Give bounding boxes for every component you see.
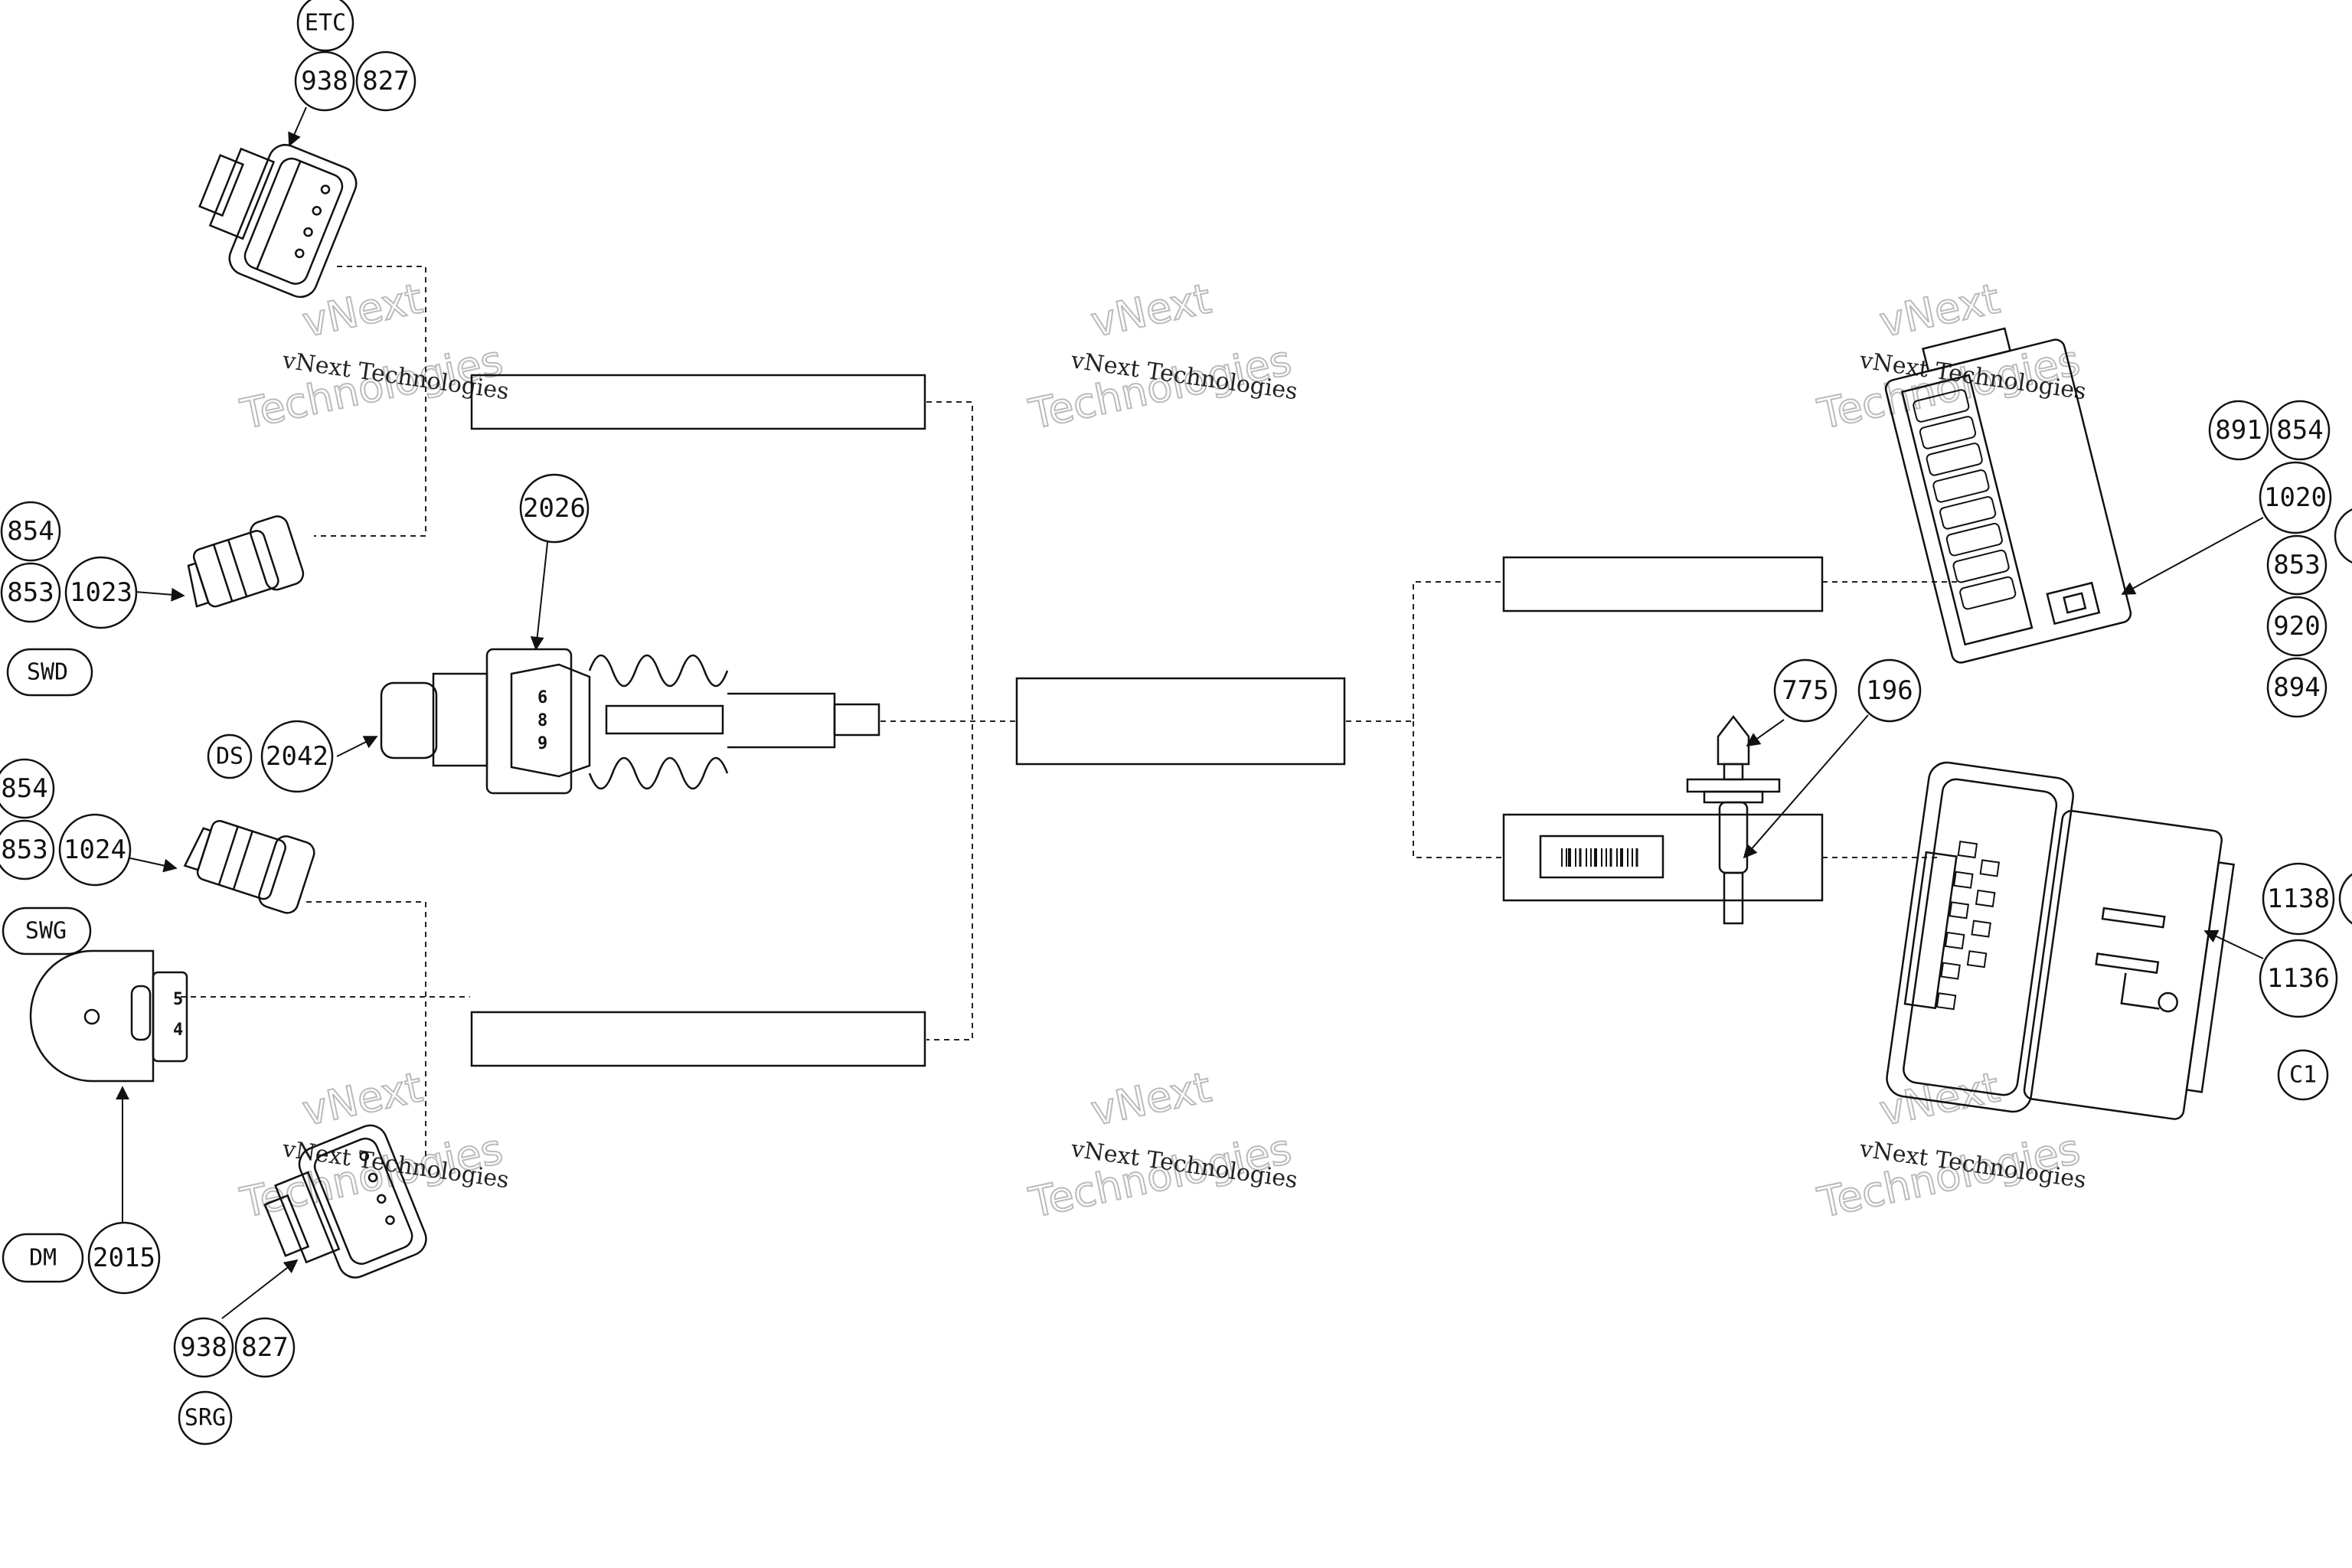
callout-partial-right: [2334, 508, 2352, 564]
svg-text:853: 853: [1, 835, 47, 865]
speed-sensor: [380, 648, 880, 795]
callout-partial-right-2: [2338, 873, 2352, 925]
watermark-top-center: vNext Technologies vNext Technologies: [1024, 273, 1299, 439]
svg-text:vNext: vNext: [299, 274, 426, 346]
svg-text:853: 853: [2273, 550, 2320, 580]
ecu-connector-top: [1884, 327, 2132, 664]
callout-938-top: 938: [294, 51, 355, 112]
svg-text:SWD: SWD: [27, 659, 68, 686]
callout-srg: SRG: [178, 1390, 233, 1446]
etc-connector: [198, 144, 358, 299]
callout-894: 894: [2266, 657, 2328, 718]
harness-segment-center: [1015, 677, 1346, 766]
callout-891: 891: [2208, 400, 2269, 461]
harness-segment-top-left: [470, 374, 926, 430]
watermark-bottom-center: vNext Technologies vNext Technologies: [1024, 1062, 1299, 1228]
callout-775: 775: [1773, 658, 1838, 723]
sensor-pin-1: 6: [537, 688, 547, 707]
callout-854-a: 854: [0, 501, 61, 562]
watermark-top-left: vNext Technologies vNext Technologies: [236, 273, 511, 439]
push-clip: [1686, 714, 1781, 925]
callout-1138: 1138: [2262, 862, 2335, 936]
wiring-lines: [181, 266, 1960, 1158]
callout-853-a: 853: [0, 562, 61, 623]
harness-segment-bottom-left: [470, 1011, 926, 1067]
svg-text:827: 827: [362, 66, 409, 96]
watermark-bottom-left: vNext Technologies vNext Technologies: [236, 1062, 511, 1228]
callout-1136: 1136: [2259, 939, 2338, 1018]
callout-938-bot: 938: [173, 1317, 234, 1378]
svg-text:894: 894: [2273, 672, 2320, 703]
svg-text:1023: 1023: [70, 577, 132, 608]
callout-c1: C1: [2277, 1049, 2329, 1101]
callout-swg: SWG: [2, 906, 92, 956]
svg-text:938: 938: [301, 66, 348, 96]
callout-1023: 1023: [64, 556, 138, 629]
svg-text:2015: 2015: [93, 1243, 155, 1273]
callout-2015: 2015: [87, 1221, 161, 1295]
callout-1020: 1020: [2259, 461, 2332, 534]
callout-etc: ETC: [296, 0, 354, 52]
svg-text:1138: 1138: [2267, 884, 2330, 914]
svg-text:SWG: SWG: [25, 918, 67, 945]
svg-text:vNext: vNext: [1087, 274, 1215, 346]
dm-connector: [29, 949, 188, 1083]
callout-196: 196: [1857, 658, 1922, 723]
barcode-label: [1539, 835, 1664, 879]
sensor-pin-3: 9: [537, 734, 547, 753]
sensor-pin-2: 8: [537, 711, 547, 730]
svg-text:vNext: vNext: [299, 1063, 426, 1135]
callout-2042: 2042: [260, 720, 334, 793]
callout-920: 920: [2266, 596, 2328, 657]
svg-text:196: 196: [1866, 675, 1913, 706]
svg-text:1020: 1020: [2264, 482, 2327, 513]
svg-text:920: 920: [2273, 611, 2320, 642]
srg-connector: [263, 1124, 427, 1279]
svg-text:2026: 2026: [523, 493, 586, 524]
callout-853-r: 853: [2266, 534, 2328, 596]
swd-connector: [187, 515, 305, 608]
callout-ds: DS: [207, 733, 253, 779]
callout-854-b: 854: [0, 758, 55, 819]
svg-text:854: 854: [7, 516, 54, 547]
svg-text:1136: 1136: [2267, 963, 2330, 994]
svg-text:vNext: vNext: [1876, 1063, 2004, 1135]
swg-connector: [183, 820, 315, 914]
svg-text:853: 853: [7, 577, 54, 608]
svg-text:vNext: vNext: [1087, 1063, 1215, 1135]
svg-text:827: 827: [241, 1332, 288, 1363]
harness-segment-right-top: [1502, 556, 1824, 612]
svg-text:vNext: vNext: [1876, 274, 2004, 346]
svg-text:DM: DM: [29, 1245, 57, 1272]
callout-dm: DM: [2, 1233, 84, 1283]
svg-text:854: 854: [1, 773, 47, 804]
svg-text:DS: DS: [216, 743, 243, 770]
callout-827-top: 827: [355, 51, 416, 112]
callout-853-b: 853: [0, 819, 55, 880]
dm-pin-1: 5: [173, 990, 183, 1009]
svg-text:854: 854: [2276, 415, 2323, 446]
svg-text:C1: C1: [2289, 1062, 2317, 1089]
svg-text:SRG: SRG: [185, 1405, 226, 1432]
svg-text:1024: 1024: [64, 835, 126, 865]
svg-text:938: 938: [180, 1332, 227, 1363]
svg-text:775: 775: [1782, 675, 1828, 706]
svg-text:891: 891: [2215, 415, 2262, 446]
svg-text:ETC: ETC: [305, 10, 346, 37]
callout-2026: 2026: [519, 473, 590, 544]
leader-lines: [116, 106, 2264, 1319]
ecu-connector-c1: [1886, 761, 2235, 1120]
callout-827-bot: 827: [234, 1317, 296, 1378]
callout-1024: 1024: [58, 813, 132, 887]
harness-segment-right-bottom: [1502, 813, 1824, 902]
callout-swd: SWD: [6, 648, 93, 697]
dm-pin-2: 4: [173, 1021, 183, 1040]
svg-text:2042: 2042: [266, 741, 328, 772]
callout-854-r: 854: [2269, 400, 2331, 461]
